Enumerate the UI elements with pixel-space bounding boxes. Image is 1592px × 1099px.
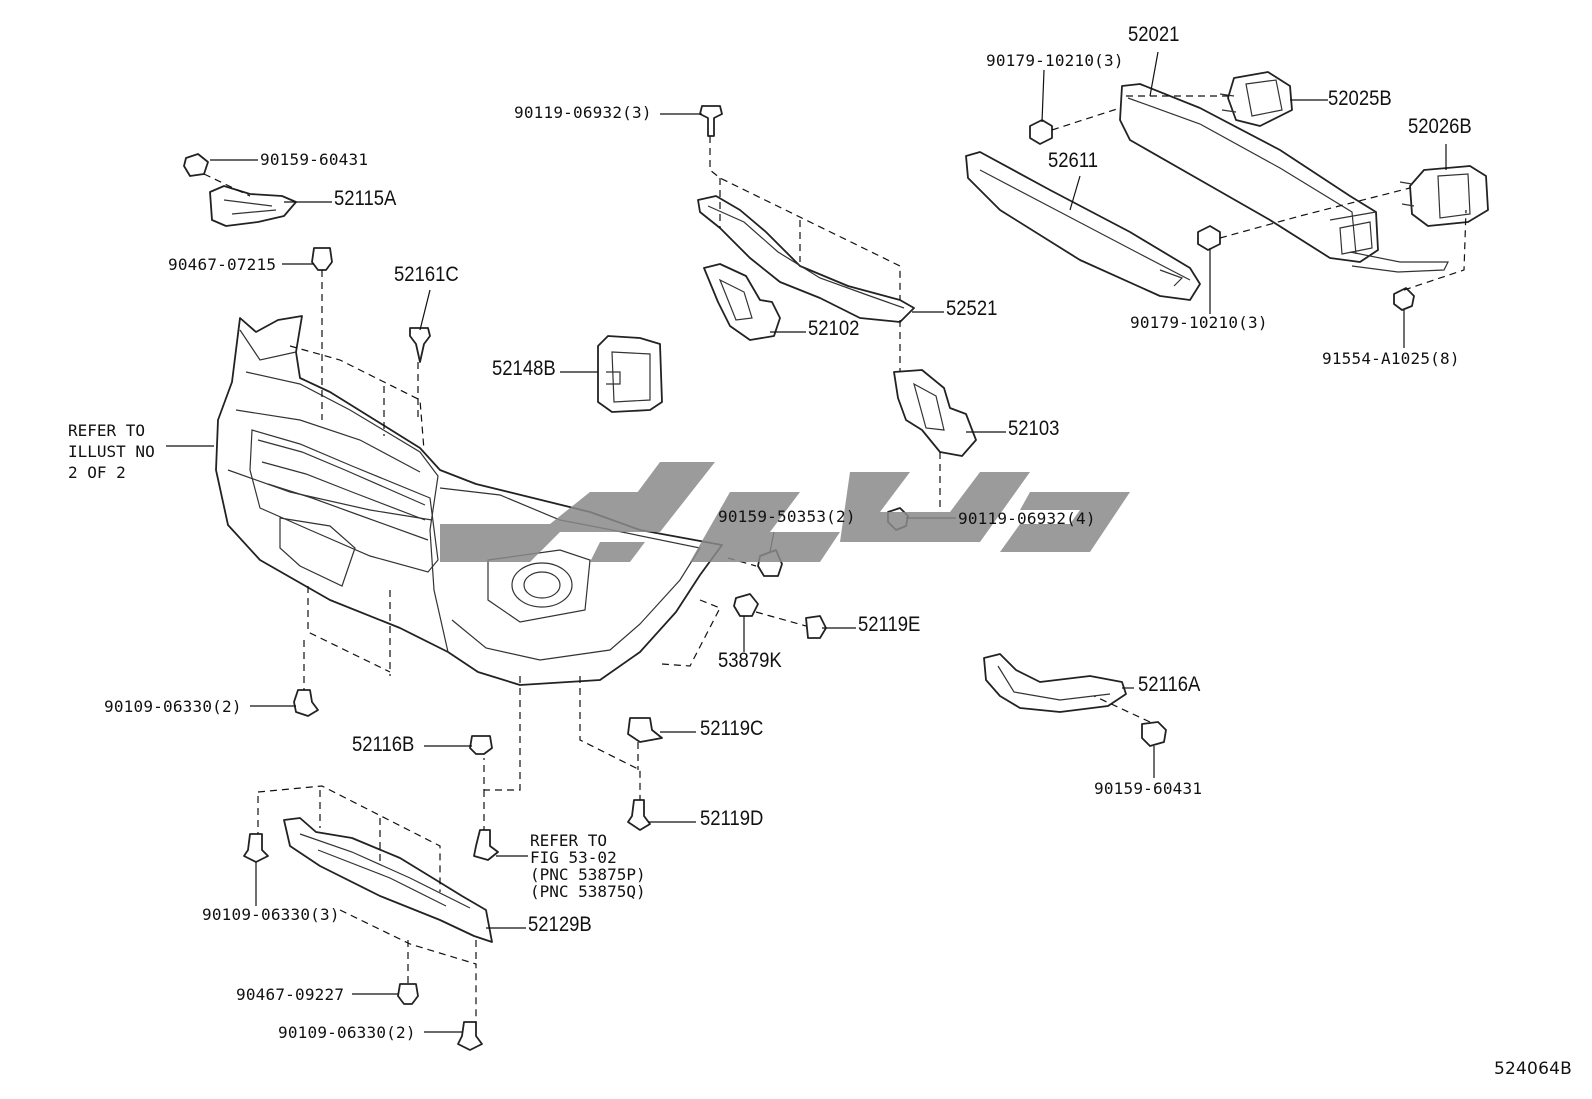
- label-90179-10210-upper: 90179-10210(3): [986, 51, 1124, 70]
- label-52115A: 52115A: [334, 187, 397, 210]
- label-52521: 52521: [946, 297, 998, 320]
- label-90109-06330-mid: 90109-06330(3): [202, 905, 340, 924]
- label-90159-50353: 90159-50353(2): [718, 507, 856, 526]
- label-52611: 52611: [1048, 149, 1099, 172]
- label-91554-A1025: 91554-A1025(8): [1322, 349, 1460, 368]
- part-52115A-shape: [209, 185, 297, 227]
- label-90109-06330-left: 90109-06330(2): [104, 697, 242, 716]
- label-90159-60431-upper: 90159-60431: [260, 150, 369, 169]
- bumper-cover: [215, 315, 723, 686]
- note-line: (PNC 53875Q): [530, 882, 646, 901]
- label-90179-10210-lower: 90179-10210(3): [1130, 313, 1268, 332]
- watermark-logo: [440, 462, 1130, 562]
- label-52025B: 52025B: [1328, 87, 1392, 110]
- label-90159-60431-lower: 90159-60431: [1094, 779, 1203, 798]
- label-53879K: 53879K: [718, 649, 782, 672]
- part-52129B-shape: [283, 817, 493, 943]
- assembly-lines: [203, 95, 1467, 1022]
- note-line: (PNC 53875P): [530, 865, 646, 884]
- part-52103-shape: [893, 369, 977, 457]
- part-52026B-shape: [1399, 165, 1489, 227]
- diagram-code: 524064B: [1494, 1059, 1572, 1079]
- part-52021-shape: [1119, 83, 1449, 273]
- part-52521-shape: [697, 195, 915, 323]
- note-refer-fig: REFER TO FIG 53-02 (PNC 53875P) (PNC 538…: [530, 832, 646, 900]
- label-90467-09227: 90467-09227: [236, 985, 345, 1004]
- label-52021: 52021: [1128, 23, 1180, 46]
- part-52025B-shape: [1219, 71, 1293, 127]
- label-52103: 52103: [1008, 417, 1060, 440]
- label-90467-07215: 90467-07215: [168, 255, 277, 274]
- part-52611-shape: [965, 151, 1201, 301]
- label-52161C: 52161C: [394, 263, 459, 286]
- label-90119-06932-lower: 90119-06932(4): [958, 509, 1096, 528]
- label-52119C: 52119C: [700, 717, 764, 740]
- label-52129B: 52129B: [528, 913, 592, 936]
- fasteners: [183, 105, 1415, 1051]
- note-refer-illust: REFER TO ILLUST NO 2 OF 2: [68, 420, 155, 483]
- label-52116A: 52116A: [1138, 673, 1201, 696]
- label-52026B: 52026B: [1408, 115, 1472, 138]
- note-line: FIG 53-02: [530, 848, 617, 867]
- note-line: REFER TO: [68, 421, 146, 440]
- label-90109-06330-bottom: 90109-06330(2): [278, 1023, 416, 1042]
- note-line: 2 OF 2: [68, 463, 126, 482]
- part-52148B-shape: [597, 335, 663, 413]
- note-line: ILLUST NO: [68, 442, 155, 461]
- label-52148B: 52148B: [492, 357, 556, 380]
- label-90119-06932-upper: 90119-06932(3): [514, 103, 652, 122]
- label-52119E: 52119E: [858, 613, 921, 636]
- label-52102: 52102: [808, 317, 860, 340]
- label-52119D: 52119D: [700, 807, 764, 830]
- label-52116B: 52116B: [352, 733, 415, 756]
- note-line: REFER TO: [530, 831, 608, 850]
- part-52102-shape: [703, 263, 781, 341]
- leader-lines: [166, 51, 1447, 1033]
- part-52116A-shape: [983, 653, 1127, 713]
